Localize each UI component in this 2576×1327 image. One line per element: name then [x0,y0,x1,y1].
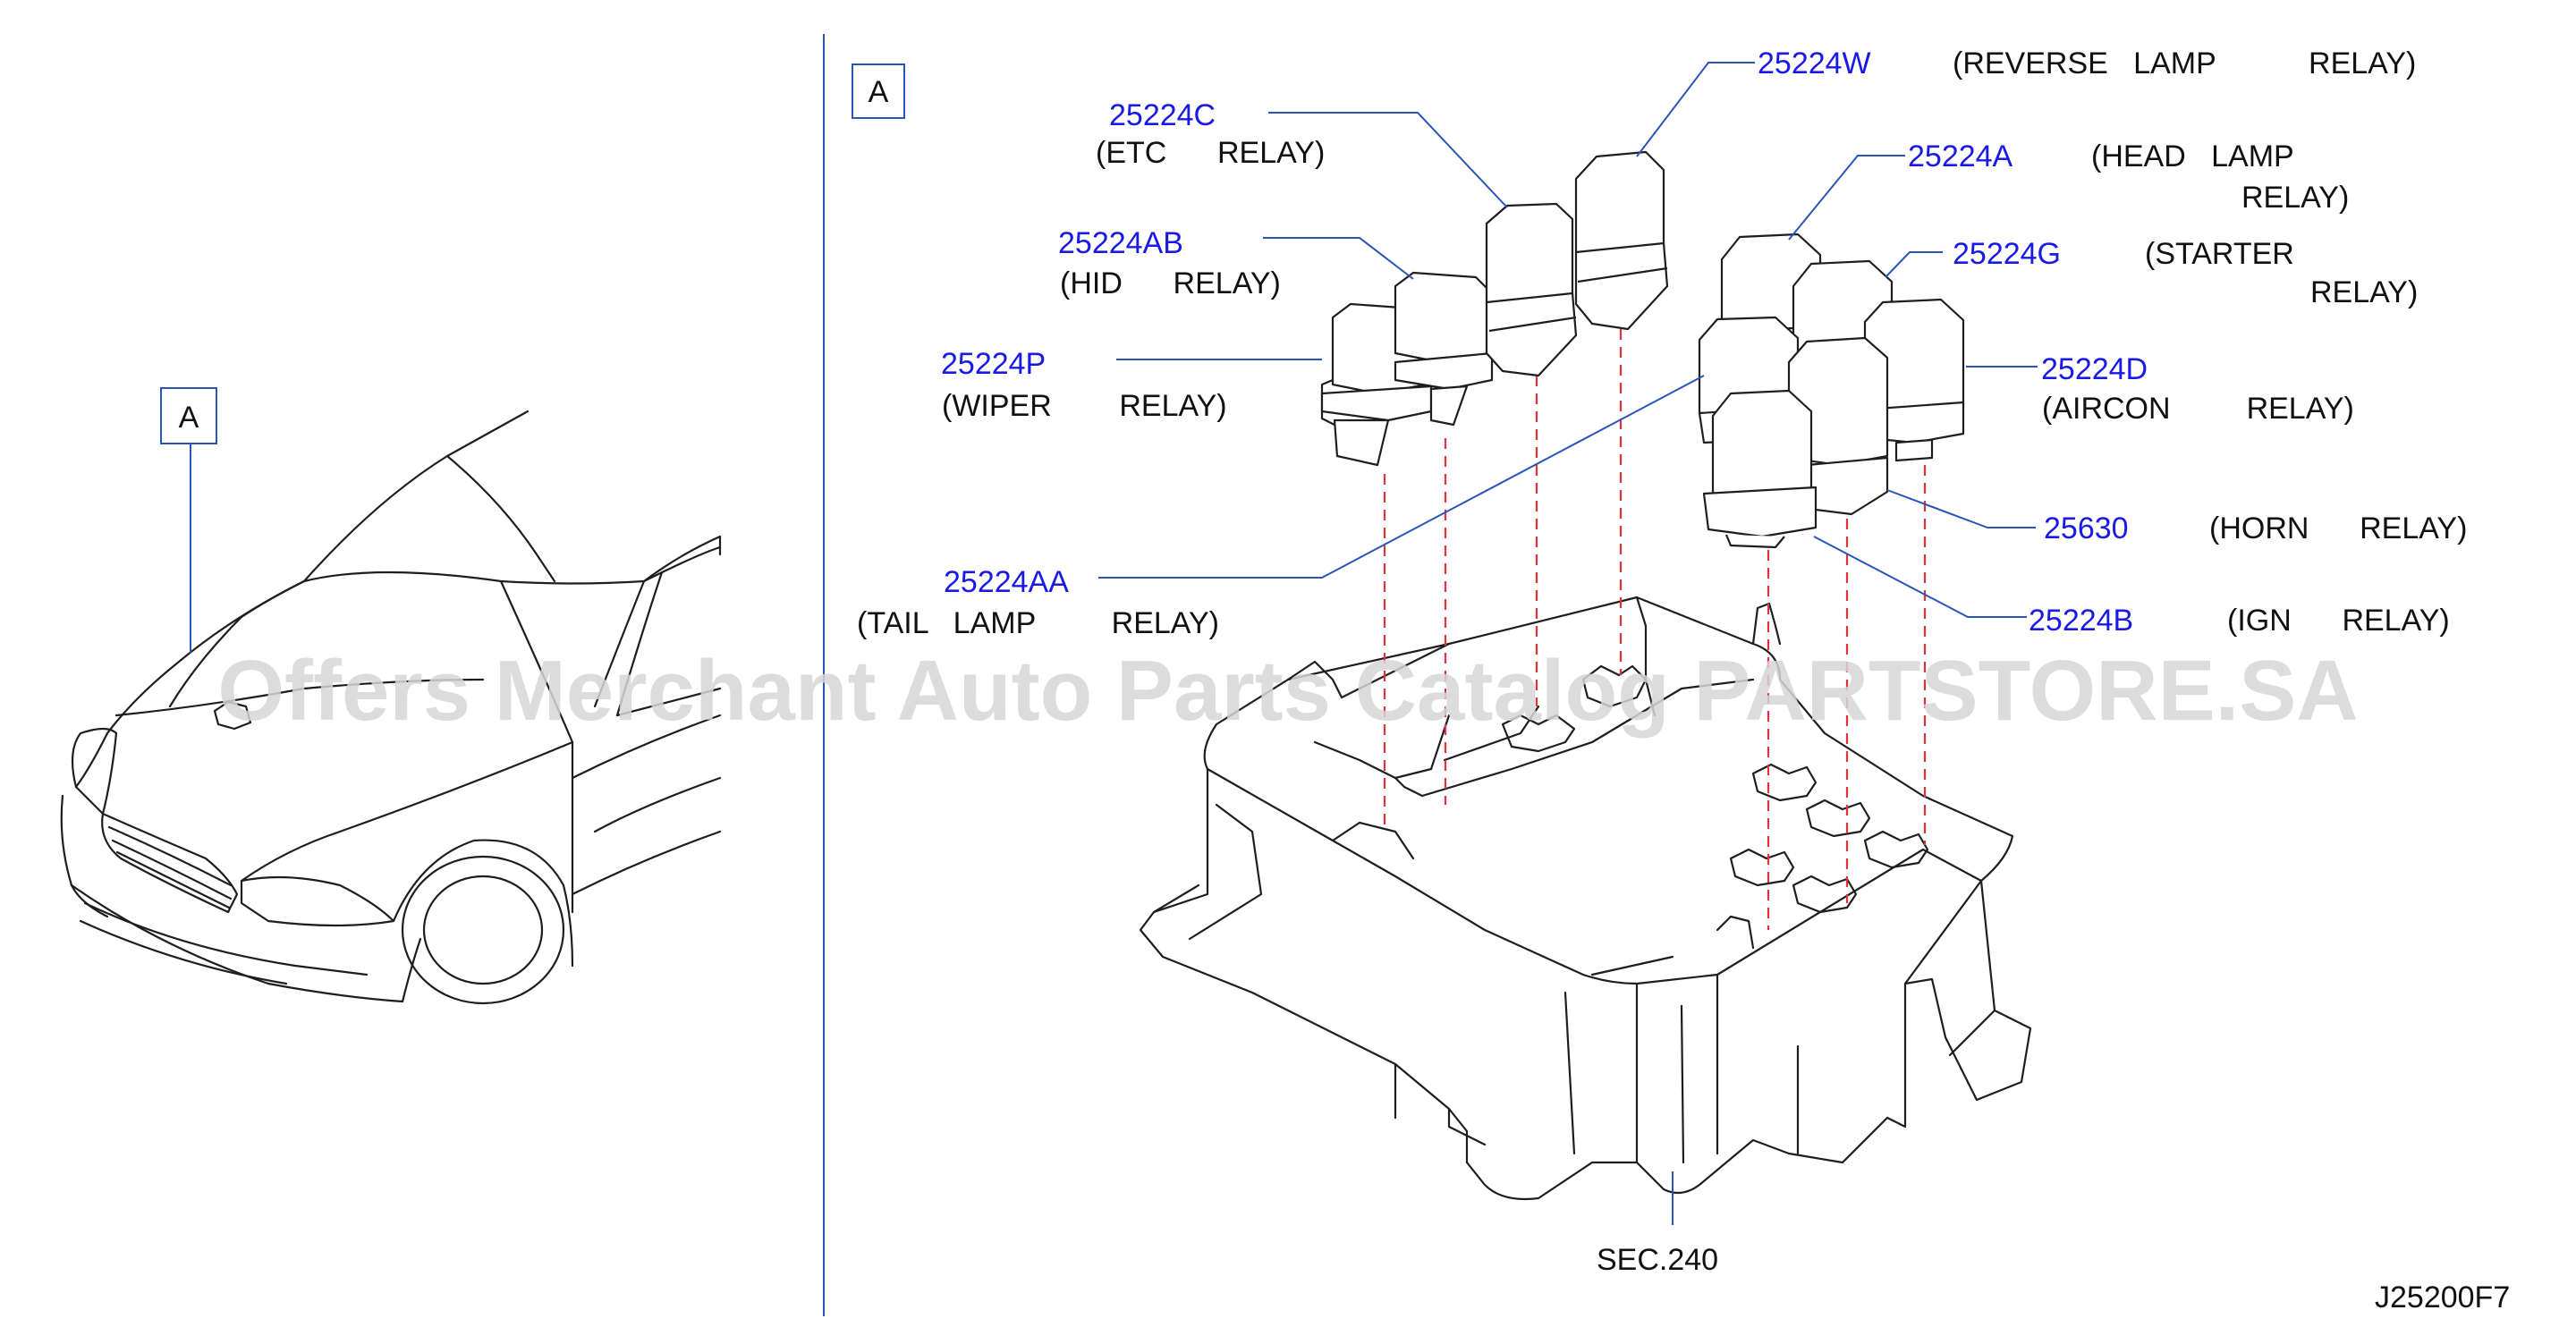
part-desc-aircon-relay: (AIRCON RELAY) [2042,392,2354,426]
relay-reverse-lamp[interactable] [1574,150,1669,331]
part-desc-starter-relay-line2: RELAY) [2310,275,2418,309]
part-labels: 25224W (REVERSE LAMP RELAY) 25224C (ETC … [857,46,2510,1314]
car-illustration [60,410,722,1005]
part-desc-horn-relay: (HORN RELAY) [2209,511,2467,545]
part-number-horn-relay[interactable]: 25630 [2044,511,2129,545]
watermark: Offers Merchant Auto Parts Catalog PARTS… [217,643,2358,739]
part-number-wiper-relay[interactable]: 25224P [941,347,1046,381]
car-view-callout-box[interactable] [160,387,217,444]
detail-view-callout-box[interactable] [852,63,905,119]
leader-lines [1098,62,2038,1225]
part-desc-etc-relay: (ETC RELAY) [1096,136,1325,170]
car-view-callout-label: A [179,401,199,435]
part-desc-reverse-lamp-relay: (REVERSE LAMP RELAY) [1953,46,2416,80]
part-desc-head-lamp-relay: (HEAD LAMP [2091,139,2294,173]
part-number-head-lamp-relay[interactable]: 25224A [1908,139,2013,173]
part-desc-starter-relay: (STARTER [2145,237,2294,271]
relay-alignment-lines [1383,329,1927,930]
part-number-hid-relay[interactable]: 25224AB [1058,226,1183,260]
part-desc-head-lamp-relay-line2: RELAY) [2241,181,2349,215]
relay-hid[interactable] [1394,271,1494,427]
relay-box-housing [1139,596,2032,1201]
detail-view-callout-label: A [869,75,889,109]
part-desc-ign-relay: (IGN RELAY) [2227,604,2450,638]
relay-etc[interactable] [1485,202,1578,377]
part-desc-tail-lamp-relay: (TAIL LAMP RELAY) [857,606,1219,640]
part-number-reverse-lamp-relay[interactable]: 25224W [1758,46,1871,80]
part-number-ign-relay[interactable]: 25224B [2029,604,2133,638]
relay-ign[interactable] [1702,389,1818,549]
part-number-etc-relay[interactable]: 25224C [1109,98,1216,132]
section-reference[interactable]: SEC.240 [1597,1243,1718,1277]
part-number-aircon-relay[interactable]: 25224D [2041,352,2148,386]
relay-horn[interactable] [1787,336,1889,516]
part-number-tail-lamp-relay[interactable]: 25224AA [944,565,1069,599]
diagram-id: J25200F7 [2375,1281,2510,1314]
part-desc-hid-relay: (HID RELAY) [1060,266,1281,300]
part-number-starter-relay[interactable]: 25224G [1953,237,2061,271]
part-desc-wiper-relay: (WIPER RELAY) [942,389,1227,423]
